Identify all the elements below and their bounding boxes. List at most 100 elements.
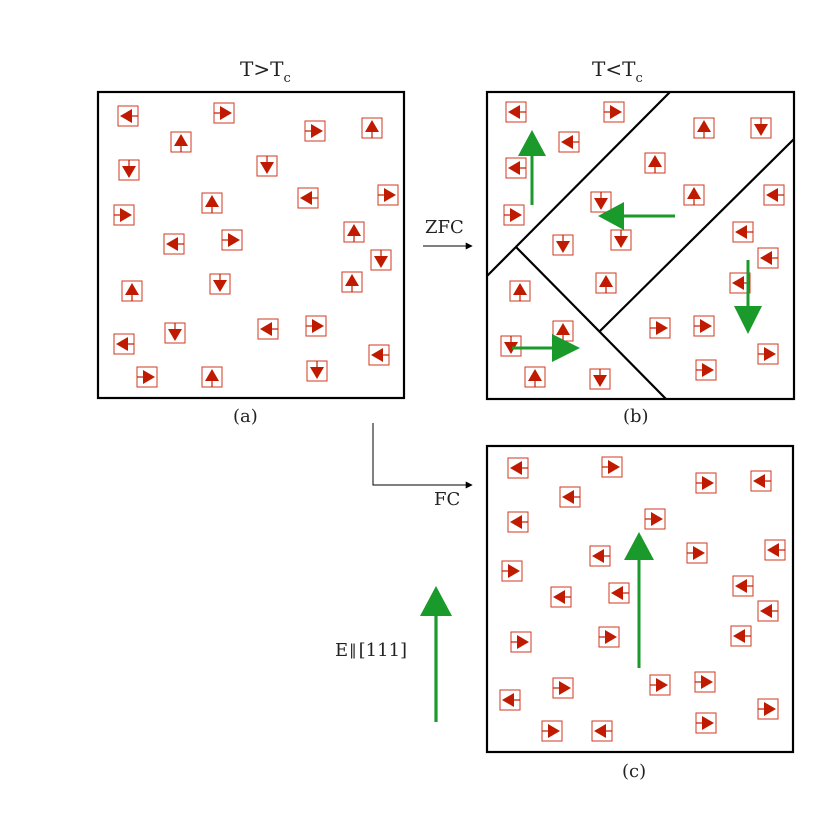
dipole-right-icon [693,315,715,337]
dipole-right-icon [304,120,326,142]
dipole-down-icon [370,249,392,271]
domain-walls [486,91,795,400]
dipole-up-icon [552,320,574,342]
dipole-left-icon [763,184,785,206]
panel-c-frame [485,444,795,754]
dipole-right-icon [694,671,716,693]
dipole-right-icon [649,317,671,339]
dipole-down-icon [552,234,574,256]
dipole-right-icon [213,102,235,124]
dipole-down-icon [164,322,186,344]
dipole-left-icon [550,586,572,608]
dipole-left-icon [764,539,786,561]
dipole-left-icon [732,575,754,597]
dipole-left-icon [507,457,529,479]
dipole-right-icon [695,472,717,494]
dipole-down-icon [306,360,328,382]
dipole-right-icon [501,560,523,582]
panel-a-caption: (a) [233,406,258,427]
dipole-left-icon [505,101,527,123]
dipole-right-icon [552,677,574,699]
dipole-down-icon [209,273,231,295]
panel-c-dipoles [499,456,786,742]
dipole-right-icon [649,674,671,696]
dipole-left-icon [558,131,580,153]
net-arrow-left-domain [598,202,675,230]
dipole-left-icon [608,582,630,604]
dipole-right-icon [305,315,327,337]
dipole-right-icon [136,366,158,388]
dipole-left-icon [505,157,527,179]
domain-wall-1 [486,91,671,277]
dipole-left-icon [729,272,751,294]
dipole-up-icon [170,131,192,153]
dipole-up-icon [509,280,531,302]
dipole-down-icon [590,191,612,213]
applied-field-arrow [420,586,452,722]
title-below-tc: T<Tc [592,57,643,86]
dipole-left-icon [368,344,390,366]
dipole-up-icon [121,280,143,302]
dipole-down-icon [500,335,522,357]
dipole-right-icon [601,456,623,478]
dipole-right-icon [510,631,532,653]
panel-a-dipoles [113,102,399,388]
dipole-up-icon [693,117,715,139]
dipole-right-icon [113,204,135,226]
fc-arrow [372,423,473,489]
dipole-right-icon [377,184,399,206]
panel-b-dipoles [500,101,785,390]
dipole-left-icon [559,486,581,508]
dipole-left-icon [591,720,613,742]
dipole-right-icon [541,720,563,742]
dipole-left-icon [117,105,139,127]
net-arrow-right-domain [512,334,580,362]
dipole-right-icon [757,343,779,365]
panel-b-frame [485,90,796,401]
dipole-left-icon [257,318,279,340]
dipole-down-icon [589,368,611,390]
dipole-left-icon [730,625,752,647]
net-arrow-up-domain [518,130,546,205]
dipole-right-icon [757,698,779,720]
zfc-label: ZFC [425,217,464,238]
dipole-left-icon [750,470,772,492]
dipole-right-icon [686,542,708,564]
panel-b-caption: (b) [623,406,649,427]
dipole-up-icon [201,192,223,214]
dipole-right-icon [644,508,666,530]
dipole-left-icon [163,233,185,255]
dipole-up-icon [343,221,365,243]
title-above-tc: T>Tc [240,57,291,86]
dipole-down-icon [118,159,140,181]
dipole-left-icon [589,545,611,567]
dipole-right-icon [603,101,625,123]
dipole-up-icon [644,152,666,174]
dipole-left-icon [297,187,319,209]
dipole-right-icon [221,229,243,251]
field-label: E‖[111] [335,640,407,661]
dipole-up-icon [595,272,617,294]
dipole-left-icon [499,689,521,711]
dipole-right-icon [695,712,717,734]
dipole-left-icon [757,247,779,269]
domain-wall-3 [599,138,795,332]
dipole-up-icon [361,117,383,139]
panel-a-frame [96,90,406,400]
net-arrow-poled-up [624,532,654,668]
dipole-up-icon [201,366,223,388]
dipole-right-icon [695,359,717,381]
net-arrow-down-domain [734,260,762,334]
dipole-left-icon [507,511,529,533]
dipole-down-icon [610,229,632,251]
dipole-up-icon [524,366,546,388]
domain-wall-2 [515,246,667,400]
dipole-up-icon [341,271,363,293]
net-polarization-arrows [420,130,762,722]
panel-c-caption: (c) [622,761,646,782]
dipole-left-icon [113,333,135,355]
dipole-down-icon [750,117,772,139]
dipole-left-icon [732,221,754,243]
dipole-right-icon [503,204,525,226]
